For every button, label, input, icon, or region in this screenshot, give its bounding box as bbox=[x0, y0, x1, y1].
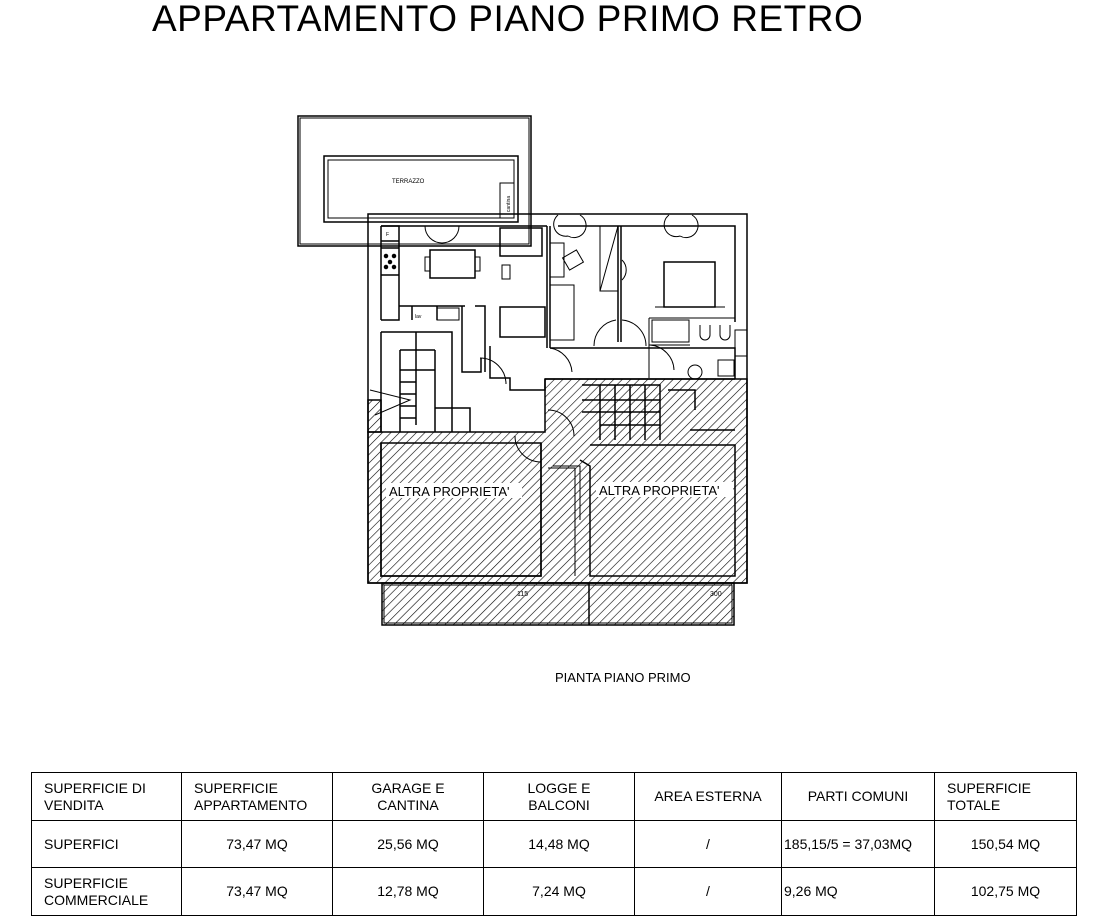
balcony bbox=[381, 582, 735, 626]
table-cell: 14,48 MQ bbox=[483, 820, 635, 868]
header-cell: LOGGE E BALCONI bbox=[483, 772, 635, 821]
table-cell: 73,47 MQ bbox=[181, 867, 333, 916]
table-row: SUPERFICIE COMMERCIALE 73,47 MQ 12,78 MQ… bbox=[31, 867, 1077, 916]
other-property-left-label: ALTRA PROPRIETA' bbox=[389, 484, 509, 499]
header-cell: AREA ESTERNA bbox=[634, 772, 782, 821]
table-cell: 9,26 MQ bbox=[781, 867, 935, 916]
page-title: APPARTAMENTO PIANO PRIMO RETRO bbox=[152, 0, 864, 39]
terrace bbox=[297, 115, 532, 247]
kitchen-fridge-label: F bbox=[386, 232, 389, 238]
table-cell: 7,24 MQ bbox=[483, 867, 635, 916]
header-cell: SUPERFICIE APPARTAMENTO bbox=[181, 772, 333, 821]
header-cell: PARTI COMUNI bbox=[781, 772, 935, 821]
header-cell: GARAGE E CANTINA bbox=[332, 772, 484, 821]
dimension-label: 115 bbox=[517, 591, 528, 598]
terrace-label: TERRAZZO bbox=[392, 179, 425, 185]
table-cell: / bbox=[634, 820, 782, 868]
table-cell: 73,47 MQ bbox=[181, 820, 333, 868]
table-cell: 12,78 MQ bbox=[332, 867, 484, 916]
table-row: SUPERFICI 73,47 MQ 25,56 MQ 14,48 MQ / 1… bbox=[31, 820, 1077, 868]
header-cell: SUPERFICIE DI VENDITA bbox=[31, 772, 182, 821]
table-cell: SUPERFICI bbox=[31, 820, 182, 868]
plan-caption: PIANTA PIANO PRIMO bbox=[555, 670, 691, 685]
table-cell: 185,15/5 = 37,03MQ bbox=[781, 820, 935, 868]
apartment-outline bbox=[367, 213, 748, 584]
storage-label: cantina bbox=[506, 196, 512, 212]
header-cell: SUPERFICIE TOTALE bbox=[934, 772, 1077, 821]
table-header-row: SUPERFICIE DI VENDITA SUPERFICIE APPARTA… bbox=[31, 772, 1077, 821]
table-cell: 102,75 MQ bbox=[934, 867, 1077, 916]
table-cell: SUPERFICIE COMMERCIALE bbox=[31, 867, 182, 916]
table-cell: / bbox=[634, 867, 782, 916]
surface-table: SUPERFICIE DI VENDITA SUPERFICIE APPARTA… bbox=[31, 772, 1077, 916]
kitchen-lav-label: lav bbox=[415, 314, 422, 320]
dimension-label: 300 bbox=[710, 591, 722, 598]
other-property-right-label: ALTRA PROPRIETA' bbox=[599, 483, 719, 498]
table-cell: 150,54 MQ bbox=[934, 820, 1077, 868]
table-cell: 25,56 MQ bbox=[332, 820, 484, 868]
